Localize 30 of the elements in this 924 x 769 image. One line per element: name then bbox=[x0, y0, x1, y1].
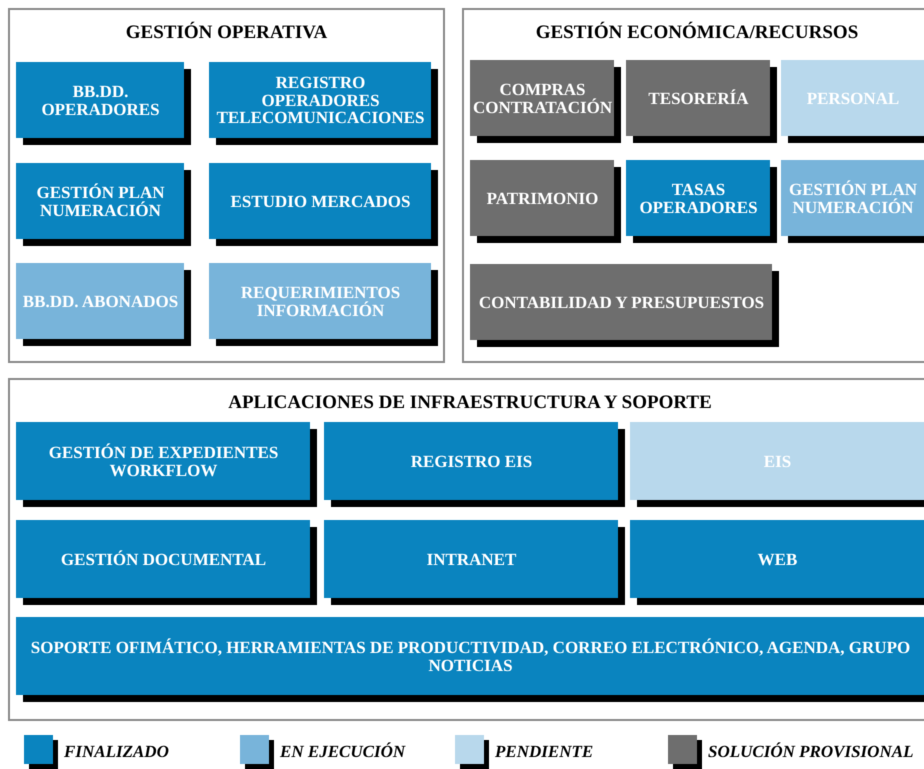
group-panel bbox=[8, 8, 445, 363]
module-box: REQUERIMIENTOS INFORMACIÓN bbox=[209, 263, 438, 346]
legend-label: PENDIENTE bbox=[495, 742, 594, 762]
module-box: SOPORTE OFIMÁTICO, HERRAMIENTAS DE PRODUCTIVIDAD, CORREO ELECTRÓNICO, AGENDA, GRUPO NOTICIAS bbox=[16, 617, 924, 702]
module-box: BB.DD. ABONADOS bbox=[16, 263, 191, 346]
module-box: GESTIÓN DE EXPEDIENTES WORKFLOW bbox=[16, 422, 317, 507]
module-box: REGISTRO EIS bbox=[324, 422, 625, 507]
module-box: PATRIMONIO bbox=[470, 160, 621, 243]
legend-label: EN EJECUCIÓN bbox=[280, 742, 406, 762]
module-box: WEB bbox=[630, 520, 924, 605]
module-box: GESTIÓN PLAN NUMERACIÓN bbox=[16, 163, 191, 246]
module-box: CONTABILIDAD Y PRESUPUESTOS bbox=[470, 264, 779, 347]
panel-title: APLICACIONES DE INFRAESTRUCTURA Y SOPORTE bbox=[227, 392, 713, 414]
module-box: ESTUDIO MERCADOS bbox=[209, 163, 438, 246]
module-box: TASAS OPERADORES bbox=[626, 160, 777, 243]
module-box: TESORERÍA bbox=[626, 60, 777, 143]
module-box: REGISTRO OPERADORES TELECOMUNICACIONES bbox=[209, 62, 438, 145]
module-box: GESTIÓN DOCUMENTAL bbox=[16, 520, 317, 605]
group-panel bbox=[8, 378, 924, 721]
legend-label: FINALIZADO bbox=[64, 742, 169, 762]
module-box: COMPRAS CONTRATACIÓN bbox=[470, 60, 621, 143]
module-box: GESTIÓN PLAN NUMERACIÓN bbox=[781, 160, 924, 243]
module-box: EIS bbox=[630, 422, 924, 507]
module-box: BB.DD. OPERADORES bbox=[16, 62, 191, 145]
panel-title: GESTIÓN ECONÓMICA/RECURSOS bbox=[534, 22, 860, 44]
group-panel bbox=[462, 8, 924, 363]
module-box: PERSONAL bbox=[781, 60, 924, 143]
module-box: INTRANET bbox=[324, 520, 625, 605]
legend-label: SOLUCIÓN PROVISIONAL bbox=[708, 742, 914, 762]
panel-title: GESTIÓN OPERATIVA bbox=[124, 22, 328, 44]
